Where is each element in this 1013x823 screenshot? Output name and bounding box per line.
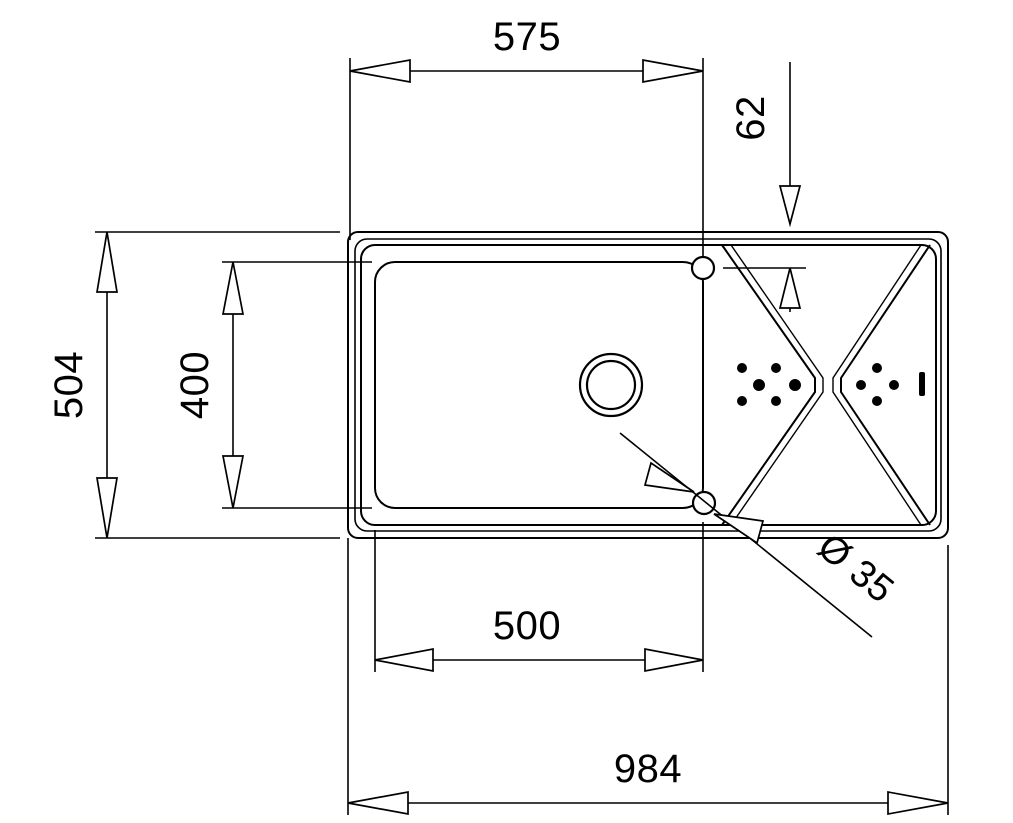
dimension-label-984: 984 (614, 747, 682, 791)
bowl-outline (374, 261, 704, 509)
sink-body (347, 231, 949, 539)
dimension-label-575: 575 (493, 15, 561, 59)
chevron-right-inner (832, 244, 922, 526)
dimension-500: 500 (374, 604, 704, 673)
sink-rim-line-3 (360, 244, 937, 526)
drainer-dimples-right (856, 363, 925, 406)
sink-outer-rim (347, 231, 949, 539)
chevron-left-inner (730, 244, 824, 526)
dimension-label-62: 62 (729, 95, 773, 141)
dimension-575: 575 (349, 15, 704, 84)
dimension-label-504: 504 (47, 351, 91, 419)
chevron-left-outer (721, 244, 816, 526)
drainer-slot-marker (919, 372, 925, 396)
tap-hole-rear (690, 255, 716, 281)
sink-bowl (374, 261, 704, 509)
waste-outlet (578, 352, 644, 418)
dimension-62: 62 (729, 62, 802, 312)
dimension-400: 400 (173, 261, 245, 509)
extension-lines (95, 58, 949, 815)
drainer-dimples-left (737, 363, 801, 406)
dimension-504: 504 (47, 231, 119, 539)
chevron-right-outer (840, 244, 931, 526)
sink-rim-line-2 (354, 238, 942, 532)
dimension-label-500: 500 (493, 604, 561, 648)
drainer-chevron-ridges (721, 244, 931, 526)
dimension-label-400: 400 (173, 351, 217, 419)
dimension-diameter-35: Ø 35 (619, 432, 902, 638)
dimension-984: 984 (347, 747, 949, 816)
